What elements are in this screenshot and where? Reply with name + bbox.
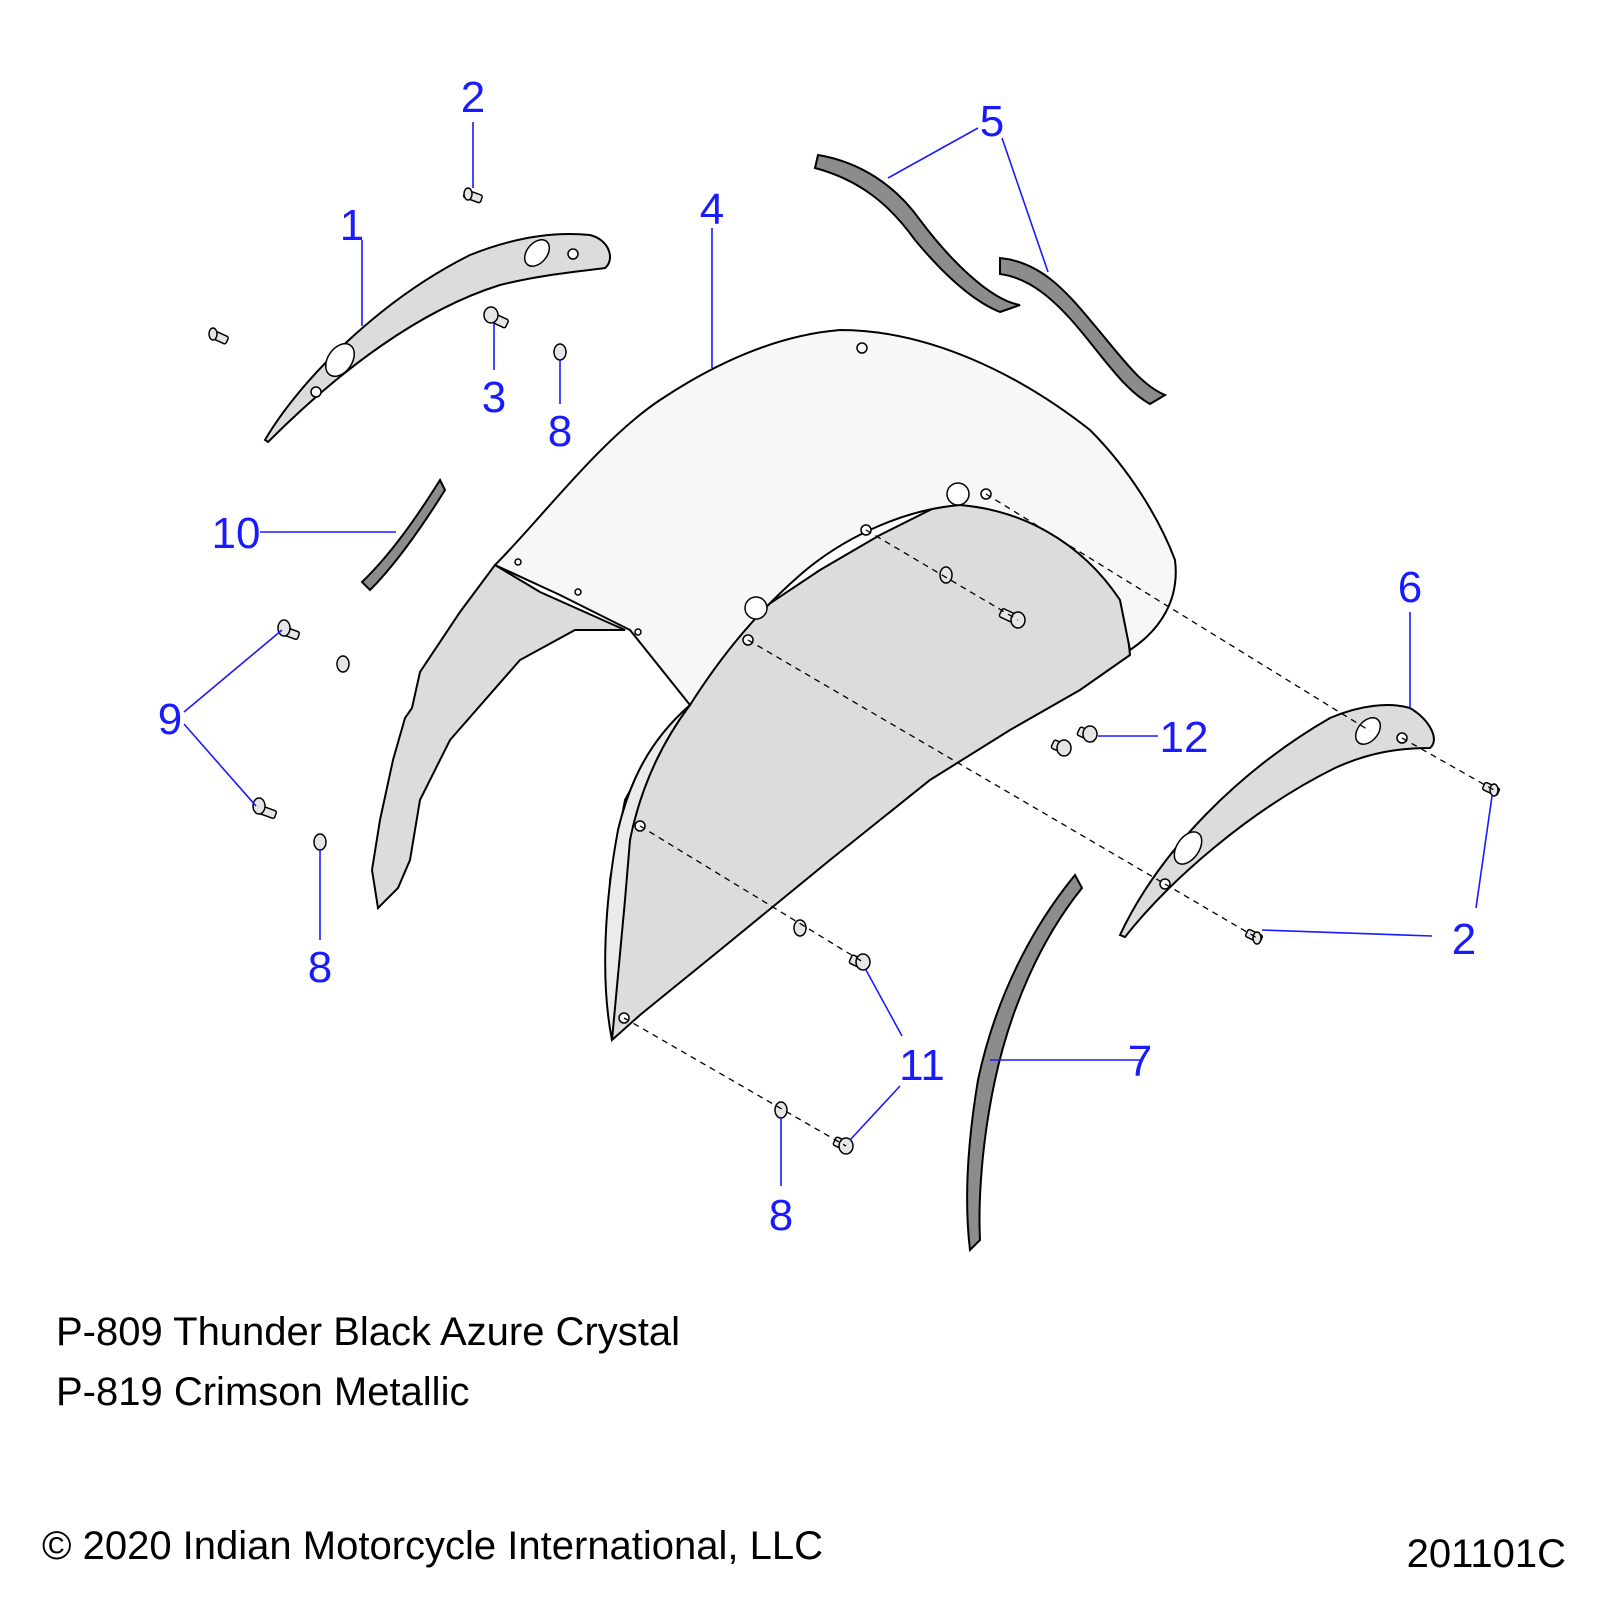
washer-icon	[774, 1101, 788, 1119]
callout-10: 10	[212, 509, 261, 558]
bolt-icon	[483, 306, 509, 329]
callout-2-top: 2	[461, 73, 485, 122]
washer-icon	[336, 655, 350, 673]
leader-lines	[183, 122, 1493, 1186]
callout-6: 6	[1398, 563, 1422, 612]
paint-note: P-819 Crimson Metallic	[56, 1370, 470, 1414]
callout-2-right: 2	[1452, 915, 1476, 964]
bolt-icon	[848, 953, 871, 971]
small-trim-strip[interactable]	[360, 477, 447, 592]
rear-fender[interactable]	[370, 328, 1177, 1043]
washer-icon	[313, 833, 327, 851]
right-fender-rail[interactable]	[1118, 704, 1435, 939]
stud-icon	[252, 797, 278, 820]
callout-4: 4	[700, 185, 724, 234]
paint-notes: P-809 Thunder Black Azure Crystal P-819 …	[56, 1302, 680, 1422]
callout-11: 11	[899, 1041, 945, 1090]
callout-8-left: 8	[308, 943, 332, 992]
callout-5: 5	[980, 97, 1004, 146]
top-trim-strips[interactable]	[813, 153, 1168, 406]
long-trim-strip[interactable]	[966, 873, 1084, 1253]
washer-icon	[553, 343, 567, 361]
copyright-notice: © 2020 Indian Motorcycle International, …	[42, 1524, 824, 1568]
washer-icon	[793, 919, 807, 937]
left-fender-rail[interactable]	[263, 233, 611, 444]
callout-12: 12	[1160, 713, 1209, 762]
callout-9: 9	[158, 695, 182, 744]
screw-icon	[462, 187, 483, 204]
washer-icon	[939, 566, 953, 584]
callout-8-top: 8	[548, 407, 572, 456]
callout-1: 1	[340, 201, 364, 250]
screw-icon	[208, 327, 229, 345]
callouts: 1 2 3 4 5 6 7 8 8 8 9 10 11 12 2	[158, 73, 1476, 1240]
callout-7: 7	[1128, 1037, 1152, 1086]
bolt-icon	[1076, 725, 1098, 743]
paint-note: P-809 Thunder Black Azure Crystal	[56, 1310, 681, 1354]
drawing-number: 201101C	[1406, 1532, 1566, 1576]
bolt-icon	[1050, 739, 1072, 757]
callout-8-bottom: 8	[769, 1191, 793, 1240]
callout-3: 3	[482, 373, 506, 422]
alignment-lines	[623, 493, 1495, 1147]
